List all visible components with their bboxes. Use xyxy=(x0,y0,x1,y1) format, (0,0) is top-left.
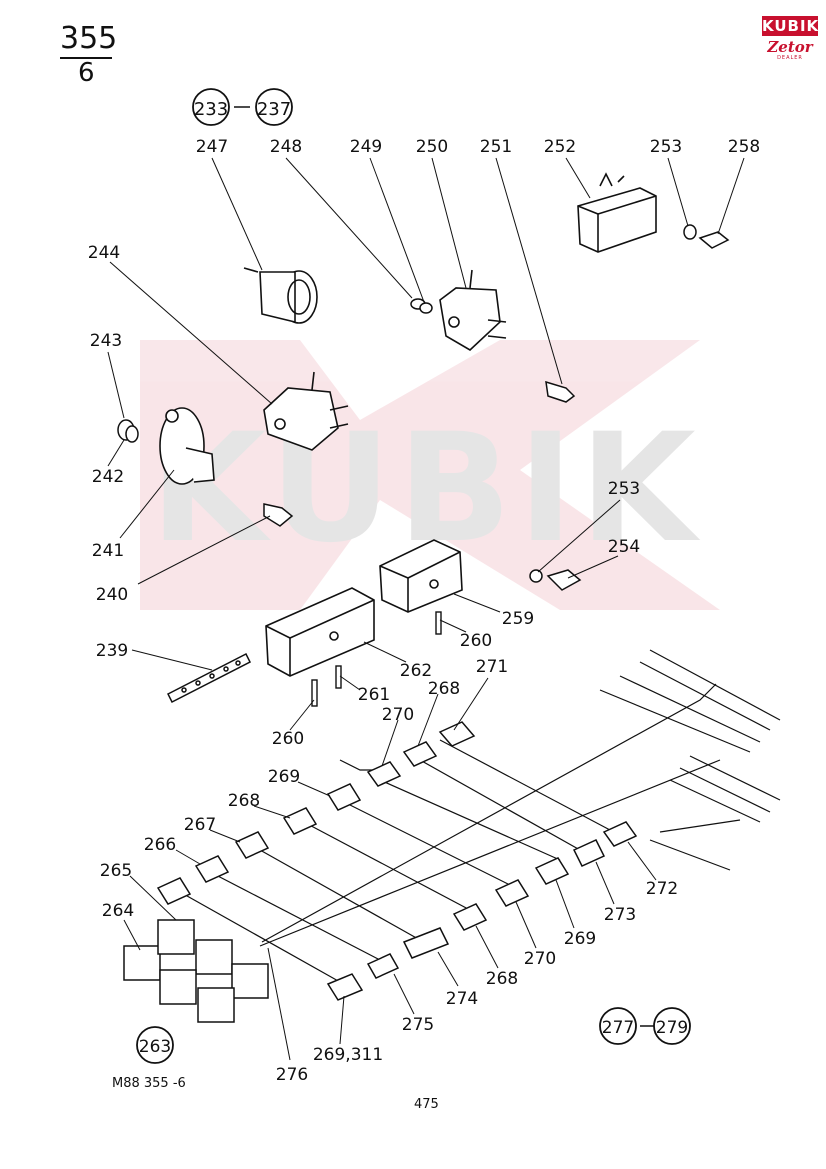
wiring-harness xyxy=(179,649,781,983)
label-258: 258 xyxy=(728,137,760,157)
leader-lines xyxy=(107,157,745,1061)
label-254: 254 xyxy=(608,537,640,557)
connectors xyxy=(156,721,638,1001)
label-270-a: 270 xyxy=(382,705,414,725)
kubik-zetor-logo: KUBIK Zetor DEALER xyxy=(762,16,820,61)
label-269-b: 269 xyxy=(564,929,596,949)
part-fuseblock-264 xyxy=(123,919,269,1023)
part-pins-260-261 xyxy=(311,611,442,707)
circled-263: 263 xyxy=(136,1026,174,1064)
label-273: 273 xyxy=(604,905,636,925)
section-divider xyxy=(60,57,112,59)
label-269-311: 269,311 xyxy=(313,1045,383,1065)
label-261: 261 xyxy=(358,685,390,705)
part-gauge-247 xyxy=(243,267,318,324)
svg-text:277: 277 xyxy=(602,1018,634,1038)
part-nut-243 xyxy=(117,419,139,443)
label-244: 244 xyxy=(88,243,120,263)
part-relay-252 xyxy=(577,172,657,253)
section-number: 355 xyxy=(60,21,118,56)
label-252: 252 xyxy=(544,137,576,157)
drawing-code: M88 355 -6 xyxy=(112,1076,186,1091)
label-242: 242 xyxy=(92,467,124,487)
section-subnumber: 6 xyxy=(78,58,95,88)
part-washer-253-mid xyxy=(529,569,582,591)
label-264: 264 xyxy=(102,901,134,921)
label-262: 262 xyxy=(400,661,432,681)
label-270-b: 270 xyxy=(524,949,556,969)
part-keyswitch-241 xyxy=(159,407,215,485)
label-253-mid: 253 xyxy=(608,479,640,499)
part-washer-253-top xyxy=(683,224,730,249)
label-269-a: 269 xyxy=(268,767,300,787)
label-265: 265 xyxy=(100,861,132,881)
logo-brand: KUBIK xyxy=(762,16,820,36)
label-275: 275 xyxy=(402,1015,434,1035)
part-screw-251 xyxy=(545,380,576,403)
label-239: 239 xyxy=(96,641,128,661)
label-266: 266 xyxy=(144,835,176,855)
label-260-a: 260 xyxy=(460,631,492,651)
range-277-279: 277 279 xyxy=(599,1007,691,1045)
logo-sub: Zetor xyxy=(767,38,813,56)
svg-text:237: 237 xyxy=(257,99,291,120)
part-labels: 247 248 249 250 251 252 253 258 244 243 … xyxy=(88,137,760,1085)
label-243: 243 xyxy=(90,331,122,351)
label-268-b: 268 xyxy=(228,791,260,811)
label-251: 251 xyxy=(480,137,512,157)
range-233-237: 233 237 xyxy=(192,88,293,126)
label-272: 272 xyxy=(646,879,678,899)
part-bolt-240 xyxy=(263,503,294,527)
label-260-b: 260 xyxy=(272,729,304,749)
label-250: 250 xyxy=(416,137,448,157)
label-241: 241 xyxy=(92,541,124,561)
part-switch-244 xyxy=(263,371,349,451)
part-relaybox-262 xyxy=(265,587,375,677)
label-240: 240 xyxy=(96,585,128,605)
label-259: 259 xyxy=(502,609,534,629)
label-276: 276 xyxy=(276,1065,308,1085)
label-248: 248 xyxy=(270,137,302,157)
part-relaybox-259 xyxy=(379,539,463,613)
part-strip-239 xyxy=(166,652,252,704)
label-267: 267 xyxy=(184,815,216,835)
svg-text:263: 263 xyxy=(139,1037,171,1057)
label-253-top: 253 xyxy=(650,137,682,157)
svg-text:233: 233 xyxy=(194,99,228,120)
part-switch-250 xyxy=(439,269,507,351)
label-268-c: 268 xyxy=(486,969,518,989)
label-274: 274 xyxy=(446,989,478,1009)
label-249: 249 xyxy=(350,137,382,157)
part-nut-248 xyxy=(410,298,433,314)
label-271: 271 xyxy=(476,657,508,677)
page-number: 475 xyxy=(414,1097,439,1112)
label-247: 247 xyxy=(196,137,228,157)
logo-dealer: DEALER xyxy=(777,55,803,61)
label-268-a: 268 xyxy=(428,679,460,699)
svg-text:279: 279 xyxy=(656,1018,688,1038)
